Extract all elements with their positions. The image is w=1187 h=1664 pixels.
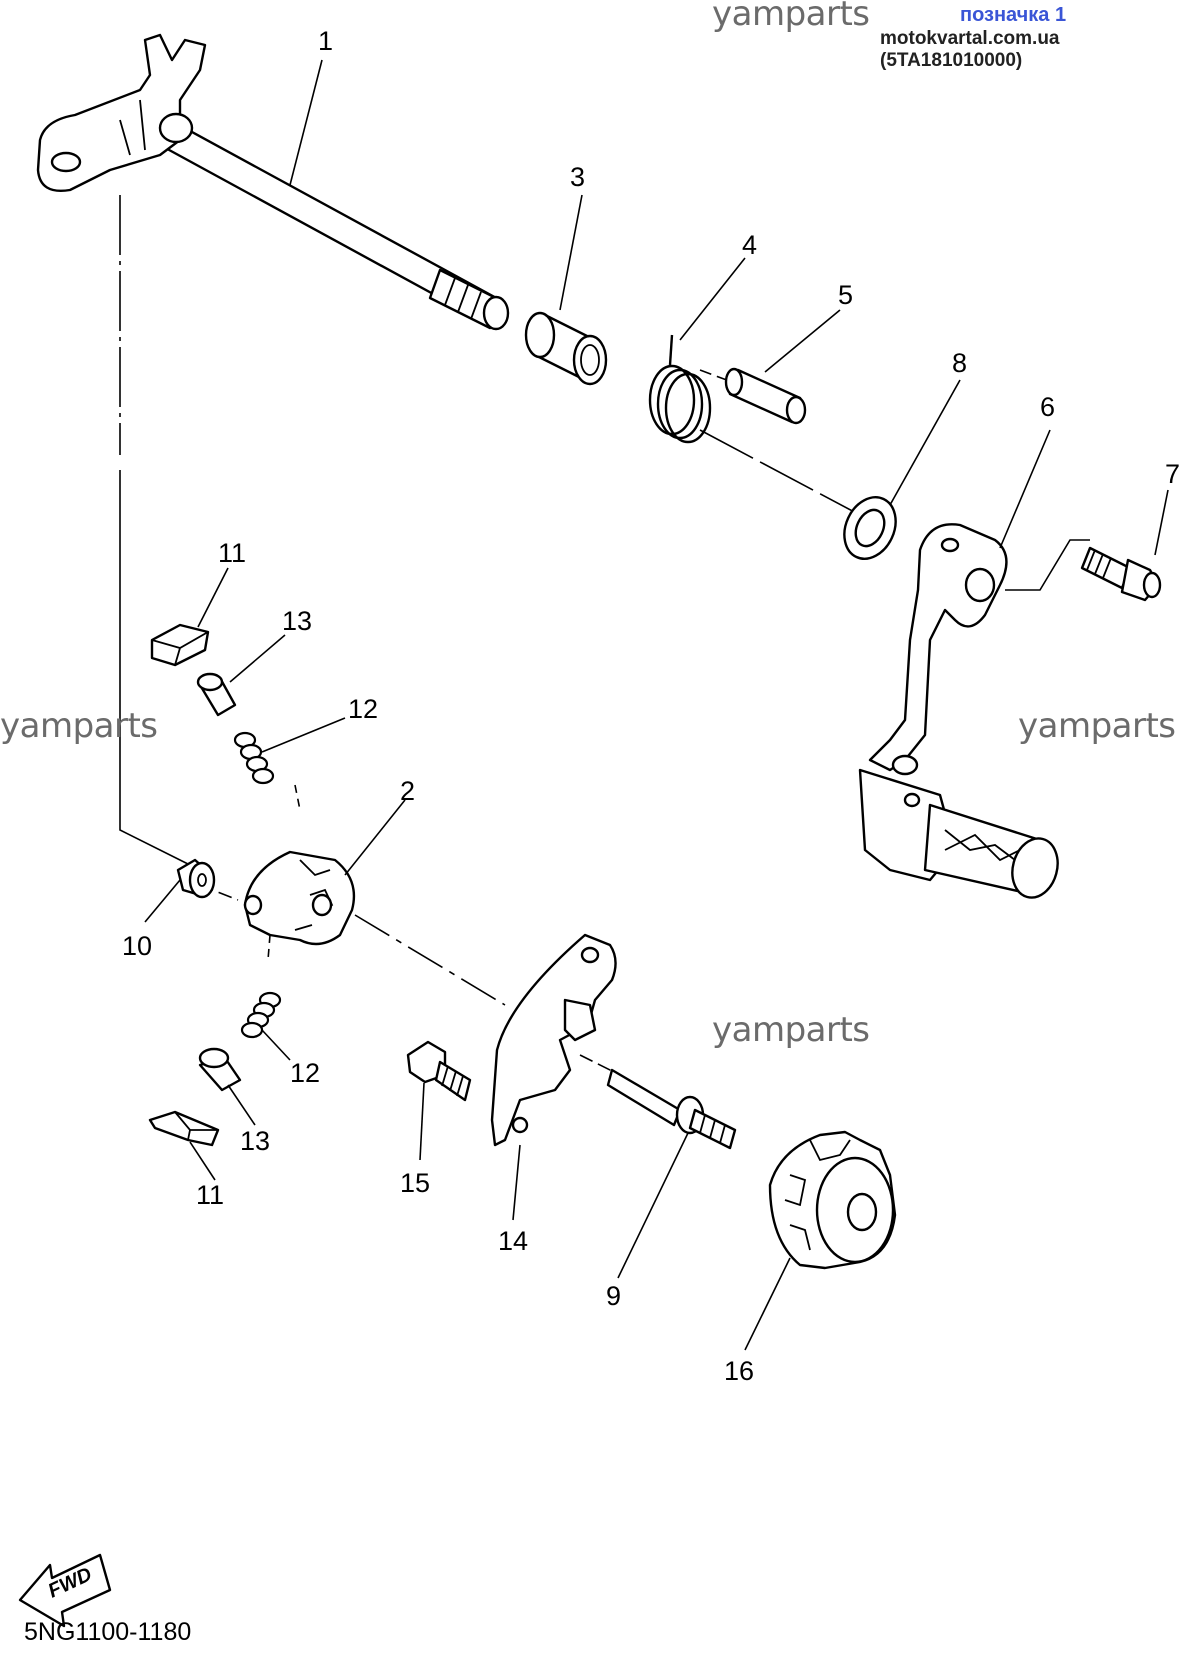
- part-4-spring: [648, 334, 712, 444]
- callouts: 1 3 4 5 8 6 7 11 13 12 2 10 12 13 11 15 …: [122, 26, 1180, 1386]
- part-15-bolt: [406, 1040, 472, 1102]
- part-9-stopper-bolt: [606, 1068, 737, 1150]
- diagram-code: 5NG1100-1180: [24, 1618, 192, 1646]
- callout-12-upper: 12: [348, 694, 378, 724]
- part-10-collar: [176, 858, 216, 899]
- part-1-shift-shaft: [36, 33, 510, 331]
- watermark-right: yamparts: [1018, 706, 1176, 746]
- part-5-pin: [724, 367, 807, 425]
- callout-8: 8: [952, 348, 967, 378]
- callout-3: 3: [570, 162, 585, 192]
- leader-lines: [144, 59, 1169, 1351]
- callout-13-lower: 13: [240, 1126, 270, 1156]
- callout-11-upper: 11: [218, 538, 246, 568]
- part-6-shift-pedal: [858, 523, 1059, 899]
- part-11-key-upper: [150, 623, 210, 667]
- part-16-drum-segment: [768, 1130, 897, 1270]
- callout-9: 9: [606, 1281, 621, 1311]
- callout-12-lower: 12: [290, 1058, 320, 1088]
- part-3-collar: [524, 311, 608, 386]
- callout-5: 5: [838, 280, 853, 310]
- part-11-key-lower: [148, 1110, 220, 1147]
- part-7-bolt: [1080, 546, 1162, 602]
- callout-13-upper: 13: [282, 606, 312, 636]
- callout-14: 14: [498, 1226, 528, 1256]
- fwd-arrow-icon: FWD: [18, 1553, 112, 1628]
- header-source: motokvartal.com.ua (5TA181010000): [880, 28, 1060, 71]
- callout-11-lower: 11: [196, 1180, 224, 1210]
- part-8-washer: [843, 496, 897, 560]
- header-badge: позначка 1: [960, 4, 1067, 26]
- callout-15: 15: [400, 1168, 430, 1198]
- callout-6: 6: [1040, 392, 1055, 422]
- part-12-spring-upper: [233, 731, 275, 785]
- callout-10: 10: [122, 931, 152, 961]
- part-14-stopper-plate: [490, 933, 617, 1147]
- callout-16: 16: [724, 1356, 754, 1386]
- part-12-spring-lower: [240, 991, 282, 1039]
- watermark-top: yamparts: [712, 0, 870, 34]
- part-13-pin-upper: [196, 672, 237, 717]
- watermark-left: yamparts: [0, 706, 158, 746]
- watermark-middle: yamparts: [712, 1010, 870, 1050]
- part-2-shift-segment: [243, 850, 356, 946]
- assembly-axes: [119, 195, 1090, 1076]
- callout-2: 2: [400, 776, 415, 806]
- part-13-pin-lower: [198, 1047, 242, 1092]
- callout-1: 1: [318, 26, 333, 56]
- callout-4: 4: [742, 230, 757, 260]
- callout-7: 7: [1165, 459, 1180, 489]
